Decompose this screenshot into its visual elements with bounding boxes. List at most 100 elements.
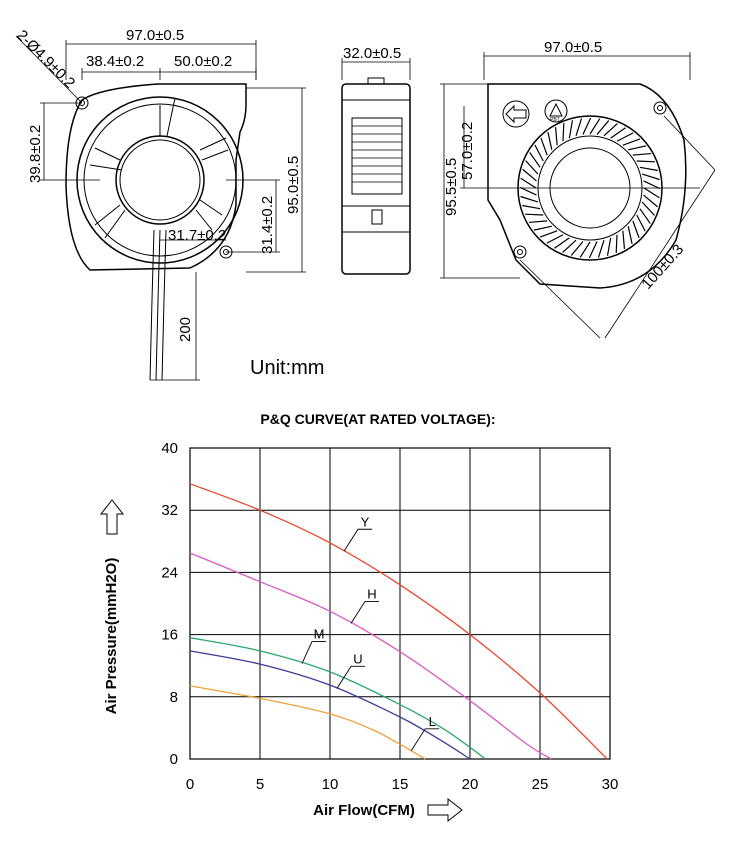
impeller-blade	[639, 208, 651, 224]
series-line-h	[189, 552, 552, 760]
impeller-blade	[632, 152, 651, 156]
chart-series-labels: Y H M U L	[301, 514, 440, 752]
x-tick-label: 5	[256, 776, 264, 793]
impeller-blade	[554, 127, 558, 146]
impeller-blade	[632, 220, 640, 239]
series-label-l: L	[429, 714, 436, 729]
series-label-y: Y	[361, 514, 370, 529]
impeller-blade	[643, 194, 658, 208]
hole-offset-y-dim: 31.4±0.2	[259, 196, 276, 254]
x-tick-label: 15	[392, 776, 409, 793]
impeller-blade	[539, 230, 558, 238]
pbt-badge: PBT	[550, 117, 560, 123]
unit-label: Unit:mm	[250, 357, 324, 379]
impeller-blade	[606, 237, 612, 256]
x-axis-arrow-icon	[427, 797, 463, 823]
impeller-blade	[562, 239, 577, 253]
impeller-blade	[643, 180, 661, 190]
hole-diameter-dim: 2-Ø4.9±0.2	[13, 27, 78, 92]
series-leader-line	[301, 641, 326, 664]
hole-vertical-dim: 39.8±0.2	[27, 125, 44, 183]
impeller-blade	[533, 225, 552, 231]
impeller-blade	[616, 132, 634, 142]
side-thickness-dim: 32.0±0.5	[343, 45, 401, 62]
series-label-h: H	[367, 586, 376, 601]
series-line-u	[189, 650, 471, 760]
x-tick-label: 20	[462, 776, 479, 793]
y-tick-label: 16	[161, 627, 178, 644]
impeller-blade	[589, 118, 601, 135]
chart-title: P&Q CURVE(AT RATED VOLTAGE):	[260, 411, 495, 427]
impeller-blade	[525, 213, 544, 216]
front-width-dim: 97.0±0.5	[126, 27, 184, 44]
x-tick-label: 25	[532, 776, 549, 793]
impeller-blade	[588, 241, 598, 259]
series-leader-line	[336, 665, 365, 689]
side-view-drawing: 32.0±0.5	[341, 45, 411, 275]
impeller-blade	[636, 160, 655, 163]
cable-length-dim: 200	[177, 317, 194, 342]
series-line-m	[189, 637, 486, 760]
front-left-offset-dim: 38.4±0.2	[86, 53, 144, 70]
series-line-y	[189, 483, 608, 760]
front-height-dim: 95.0±0.5	[285, 156, 302, 214]
front-view-drawing: 97.0±0.5 38.4±0.2 50.0±0.2 2-Ø4.9±0.2 39…	[13, 27, 306, 381]
impeller-blade	[522, 168, 537, 182]
y-axis-ticks: 0 8 16 24 32 40	[161, 440, 178, 768]
series-label-m: M	[314, 627, 325, 642]
x-tick-label: 0	[186, 776, 194, 793]
impeller-blade	[622, 138, 641, 146]
impeller-blade	[540, 137, 548, 156]
x-tick-label: 10	[322, 776, 339, 793]
impeller-blade	[562, 123, 565, 142]
chart-grid	[189, 447, 611, 760]
impeller-blade	[529, 152, 541, 168]
x-tick-label: 30	[602, 776, 619, 793]
impeller-blade	[603, 123, 618, 137]
impeller-blade	[519, 186, 537, 196]
back-diagonal-dim: 100±0.3	[638, 241, 687, 293]
impeller-blade	[641, 201, 655, 216]
impeller-blade	[520, 177, 537, 189]
impeller-blade	[554, 237, 570, 249]
impeller-blade	[596, 120, 610, 135]
impeller-blades	[519, 117, 661, 259]
impeller-blade	[529, 220, 548, 224]
y-tick-label: 24	[161, 564, 178, 581]
impeller-blade	[622, 230, 626, 249]
impeller-blade	[520, 195, 539, 203]
back-center-height-dim: 57.0±0.2	[459, 122, 476, 180]
y-axis-label: Air Pressure(mmH2O)	[103, 558, 120, 715]
impeller-blade	[627, 226, 633, 245]
x-axis-label: Air Flow(CFM)	[313, 802, 415, 819]
impeller-blade	[615, 234, 618, 253]
series-label-u: U	[353, 651, 362, 666]
series-line-l	[189, 685, 426, 760]
impeller-blade	[610, 127, 626, 139]
chart-series	[189, 483, 608, 760]
y-tick-label: 8	[170, 689, 178, 706]
y-tick-label: 32	[161, 502, 178, 519]
hole-offset-x-dim: 31.7±0.2	[168, 227, 226, 244]
y-axis-arrow-icon	[99, 499, 125, 535]
back-height-dim: 95.5±0.5	[443, 158, 460, 216]
impeller-blade	[525, 160, 539, 175]
series-leader-line	[343, 528, 372, 552]
y-tick-label: 40	[161, 440, 178, 457]
impeller-blade	[568, 120, 574, 139]
impeller-blade	[597, 239, 605, 258]
back-width-dim: 97.0±0.5	[544, 39, 602, 56]
impeller-blade	[582, 117, 592, 135]
series-leader-line	[350, 600, 379, 624]
impeller-blade	[579, 241, 591, 258]
pq-chart: P&Q CURVE(AT RATED VOLTAGE): Y H M U L 0 5 10 1…	[99, 411, 619, 823]
impeller-blade	[534, 144, 544, 162]
y-tick-label: 0	[170, 751, 178, 768]
impeller-blade	[575, 118, 583, 137]
back-view-drawing: PBT 97.0±0.5 95.5±0.5 57.0±0.2 100±0.3	[440, 39, 716, 339]
impeller-blade	[643, 187, 660, 199]
impeller-blade	[636, 214, 646, 232]
impeller-blade	[639, 166, 658, 172]
impeller-blade	[628, 145, 647, 151]
